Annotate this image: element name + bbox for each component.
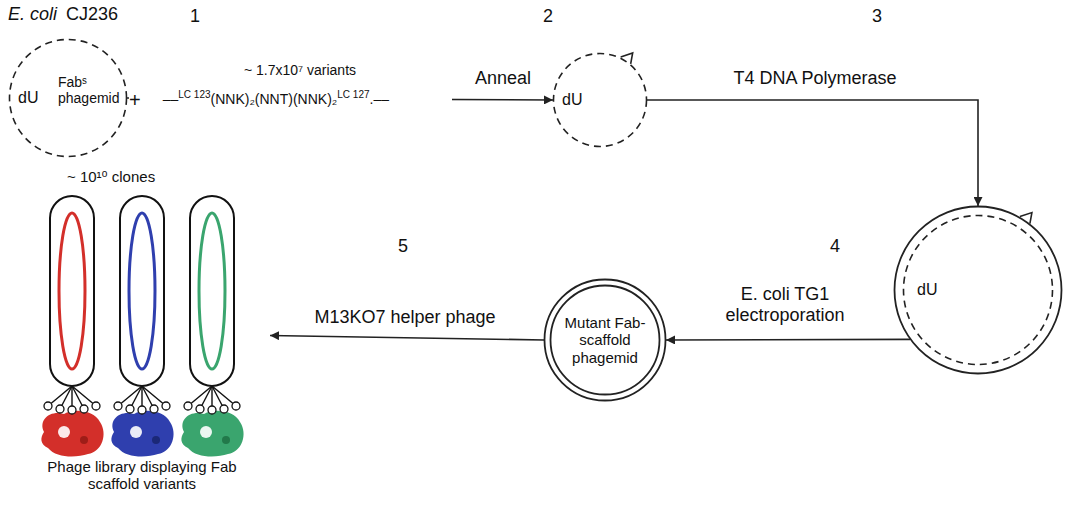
node-outline	[15, 168, 270, 503]
step-number: 1	[190, 6, 200, 27]
node-label: dU	[562, 91, 582, 109]
oligo-part: .––	[370, 92, 389, 107]
node-body: Fabˢ phagemid	[58, 74, 126, 106]
node-label: dU	[917, 281, 937, 299]
strand-overhang	[621, 53, 633, 64]
node-label: Mutant Fab-scaffold phagemid	[555, 314, 655, 366]
phage-part	[184, 196, 240, 414]
step-number: 4	[830, 236, 840, 257]
phage-part	[200, 426, 212, 438]
solid-strand	[545, 280, 666, 401]
mutant-phagemid-circle: Mutant Fab-scaffold phagemid	[543, 278, 667, 402]
arrow-label: Anneal	[473, 68, 533, 89]
phage-part	[181, 411, 243, 457]
strand-overhang	[1020, 213, 1032, 224]
node-label: dU	[18, 89, 38, 107]
arrow-label: M13KO7 helper phage	[312, 307, 497, 328]
process-arrow	[666, 339, 910, 341]
solid-strand	[551, 286, 660, 395]
solid-strand	[895, 207, 1062, 374]
step-number: 3	[872, 6, 882, 27]
phage-green	[181, 196, 243, 456]
process-arrow	[647, 100, 978, 206]
phage-part	[114, 196, 170, 414]
phage-part	[59, 213, 85, 369]
phage-part	[222, 436, 230, 444]
oligo-codon: (NNK)₂	[211, 92, 255, 107]
phage-red	[41, 196, 103, 456]
arrow-label: E. coli TG1 electroporation	[713, 284, 857, 325]
node-body: Phage library displaying Fab scaffold va…	[37, 458, 247, 493]
organism-name: E. coli	[8, 4, 57, 25]
phage-part	[41, 411, 103, 457]
node-label: ~ 10¹⁰ clones	[67, 168, 155, 185]
dashed-strand	[554, 54, 647, 147]
dashed-strand	[10, 40, 127, 157]
double-strand-circle: dU	[893, 205, 1063, 375]
oligo-part: ––	[163, 92, 179, 107]
phage-part	[111, 411, 173, 457]
oligo-position: LC 123	[178, 89, 210, 100]
phage-library: ~ 10¹⁰ clonesPhage library displaying Fa…	[15, 168, 270, 503]
phage-part	[129, 213, 155, 369]
strain-name: CJ236	[66, 4, 118, 25]
oligo-codon: (NNT)	[255, 92, 293, 107]
phage-blue	[111, 196, 173, 456]
phage-part	[130, 426, 142, 438]
phage-part	[44, 196, 100, 414]
oligo-position: LC 127	[337, 89, 369, 100]
phage-part	[152, 436, 160, 444]
dashed-strand	[904, 216, 1053, 365]
process-arrow	[270, 336, 544, 341]
plus-sign: +	[129, 89, 141, 111]
step-number: 5	[398, 236, 408, 257]
step-number: 2	[543, 6, 553, 27]
arrow-label: T4 DNA Polymerase	[731, 68, 898, 89]
phagemid-circle: dU Fabˢ phagemid	[8, 38, 128, 158]
library-size: ~ 1.7x10⁷ variants	[244, 62, 356, 78]
oligo-row: +––LC 123(NNK)₂(NNT)(NNK)₂LC 127.––	[129, 86, 452, 114]
annealed-circle: dU	[552, 52, 648, 148]
phage-part	[199, 213, 225, 369]
oligo-codon: (NNK)₂	[293, 92, 337, 107]
phage-part	[80, 436, 88, 444]
phage-part	[58, 426, 70, 438]
